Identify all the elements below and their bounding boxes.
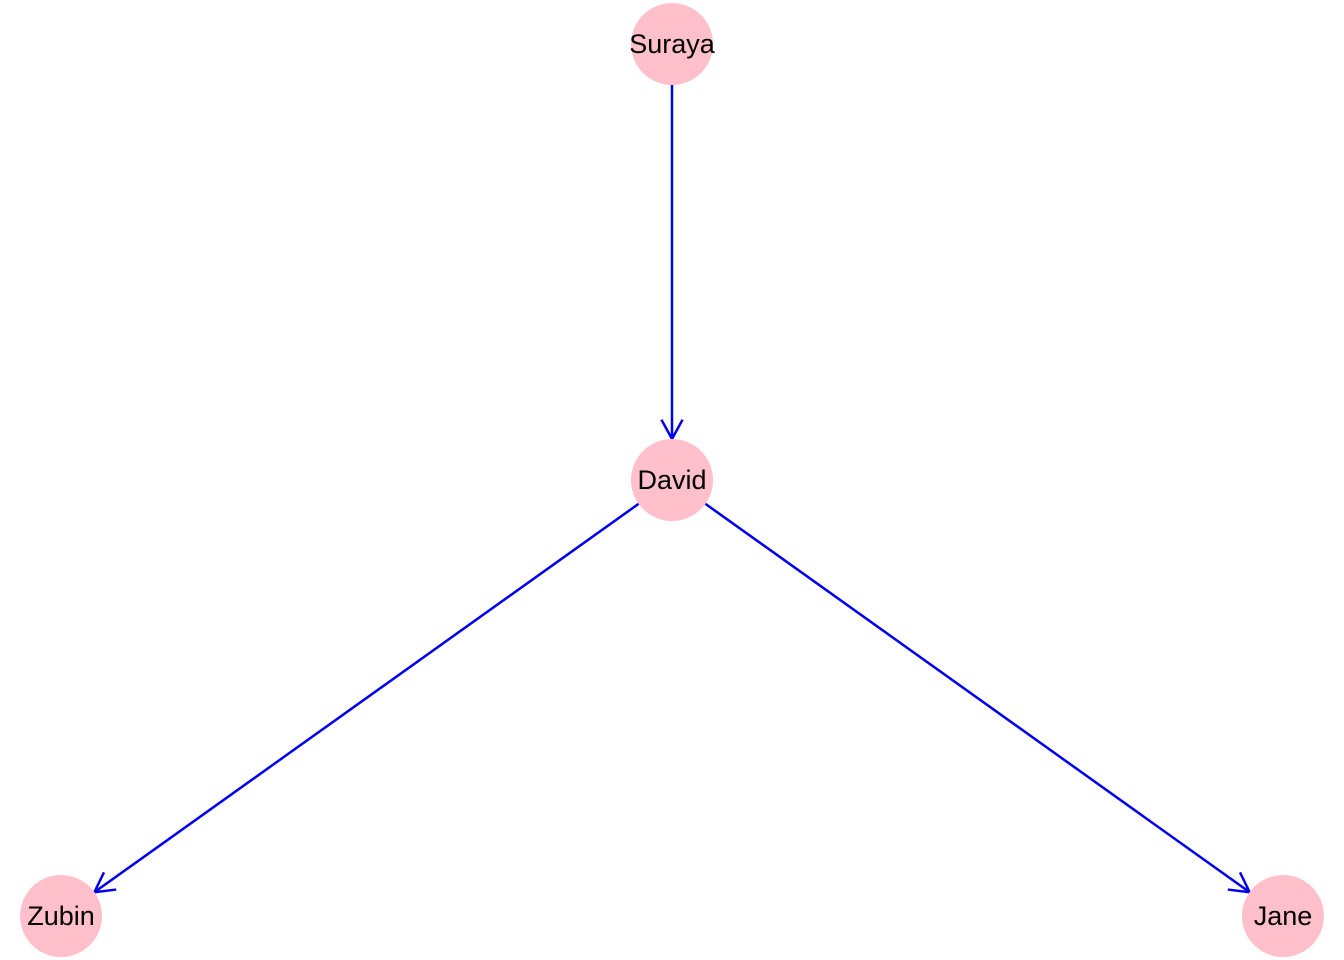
node-circle	[631, 3, 713, 85]
edge-suraya-to-david	[660, 85, 684, 442]
node-david: David	[631, 439, 713, 521]
node-zubin: Zubin	[20, 875, 102, 957]
edge-line	[704, 502, 1251, 894]
node-circle	[631, 439, 713, 521]
edge-line	[93, 502, 640, 894]
node-circle	[1242, 875, 1324, 957]
node-label: Suraya	[629, 29, 716, 59]
node-label: Jane	[1254, 901, 1313, 931]
edge-david-to-zubin	[92, 502, 640, 894]
node-circle	[20, 875, 102, 957]
node-suraya: Suraya	[629, 3, 716, 85]
node-jane: Jane	[1242, 875, 1324, 957]
edge-david-to-jane	[704, 502, 1252, 894]
node-label: Zubin	[27, 901, 95, 931]
node-label: David	[637, 465, 706, 495]
